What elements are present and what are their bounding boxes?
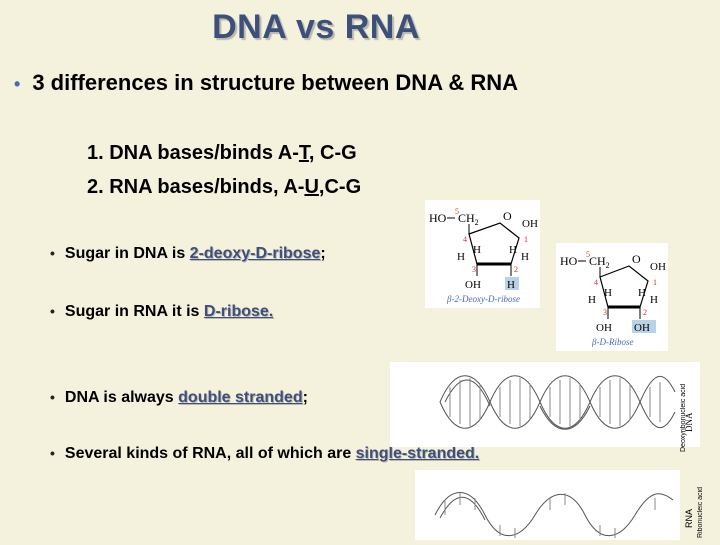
ch2-label: CH2 [458,211,479,227]
dna-sublabel: Deoxyribonucleic acid [680,383,687,452]
bullet: • [50,245,55,261]
point-text: Sugar in DNA is [64,245,190,262]
point-highlight: D-ribose. [203,303,274,320]
ring-oxygen: O [503,209,512,223]
svg-text:H: H [588,294,596,306]
ribose-figure: HO 5 CH2 O OH 4 1 H H H H 3 2 OH OH β-D-… [556,243,668,351]
bullet: • [50,389,55,405]
point-highlight: single-stranded. [355,445,480,462]
svg-text:4: 4 [463,235,467,244]
carbon-number: 5 [455,207,459,216]
point-dna-strands: • DNA is always double stranded; [50,389,308,407]
numbered-item-1: 1. DNA bases/binds A-T, C-G [87,142,357,165]
main-point-text: 3 differences in structure between DNA &… [32,70,519,95]
point-highlight: 2-deoxy-D-ribose [189,245,321,262]
point-dna-sugar: • Sugar in DNA is 2-deoxy-D-ribose; [50,245,326,263]
svg-text:4: 4 [594,278,598,287]
bullet: • [50,445,55,461]
svg-text:H: H [604,287,612,299]
ho-label: HO [560,254,578,268]
numbered-item-2: 2. RNA bases/binds, A-U,C-G [87,176,361,199]
oh-label: OH [522,218,538,230]
svg-text:H: H [521,251,529,263]
svg-text:H: H [509,244,517,256]
point-highlight: double stranded [178,389,303,406]
bullet: • [50,303,55,319]
svg-text:OH: OH [596,322,612,334]
point-text: ; [302,389,308,406]
dna-label: DNA [684,412,694,432]
svg-text:H: H [638,287,646,299]
ho-label: HO [429,211,447,225]
rna-sublabel: Ribonucleic acid [697,487,704,538]
svg-text:H: H [473,244,481,256]
point-rna-strands: •Several kinds of RNA, all of which are … [50,445,479,463]
ch2-label: CH2 [589,254,610,270]
numbered-text: , C-G [308,142,357,164]
point-text: Sugar in RNA it is [64,303,204,320]
figure-caption: β-D-Ribose [591,337,633,347]
ring-oxygen: O [632,252,641,266]
point-text: Several kinds of RNA, all of which are [64,445,356,462]
svg-text:H: H [457,251,465,263]
figure-caption: β-2-Deoxy-D-ribose [446,294,520,304]
svg-text:H: H [507,279,515,291]
numbered-text: 2. RNA bases/binds, A- [87,176,305,198]
svg-text:2: 2 [643,308,647,317]
svg-text:2: 2 [514,265,518,274]
deoxyribose-figure: HO 5 CH2 O OH 4 1 H H H H 3 2 OH H β-2-D… [425,200,540,308]
svg-text:1: 1 [524,235,528,244]
svg-text:H: H [650,294,658,306]
svg-text:1: 1 [653,278,657,287]
point-rna-sugar: • Sugar in RNA it is D-ribose. [50,303,273,321]
main-point: • 3 differences in structure between DNA … [14,70,518,96]
numbered-underlined: T [298,142,309,164]
numbered-text: ,C-G [318,176,362,198]
rna-helix-figure [415,470,680,540]
bullet: • [14,74,21,94]
svg-text:OH: OH [465,279,481,291]
point-text: ; [320,245,326,262]
svg-text:3: 3 [603,308,607,317]
numbered-underlined: U [304,176,319,198]
point-text: DNA is always [64,389,179,406]
slide-title: DNA vs RNA [212,8,420,46]
numbered-text: 1. DNA bases/binds A- [87,142,299,164]
svg-text:3: 3 [472,265,476,274]
rna-label: RNA [684,508,694,528]
oh-label: OH [650,261,666,273]
svg-text:OH: OH [634,322,650,334]
dna-helix-figure: DNA [390,362,700,447]
carbon-number: 5 [586,250,590,259]
